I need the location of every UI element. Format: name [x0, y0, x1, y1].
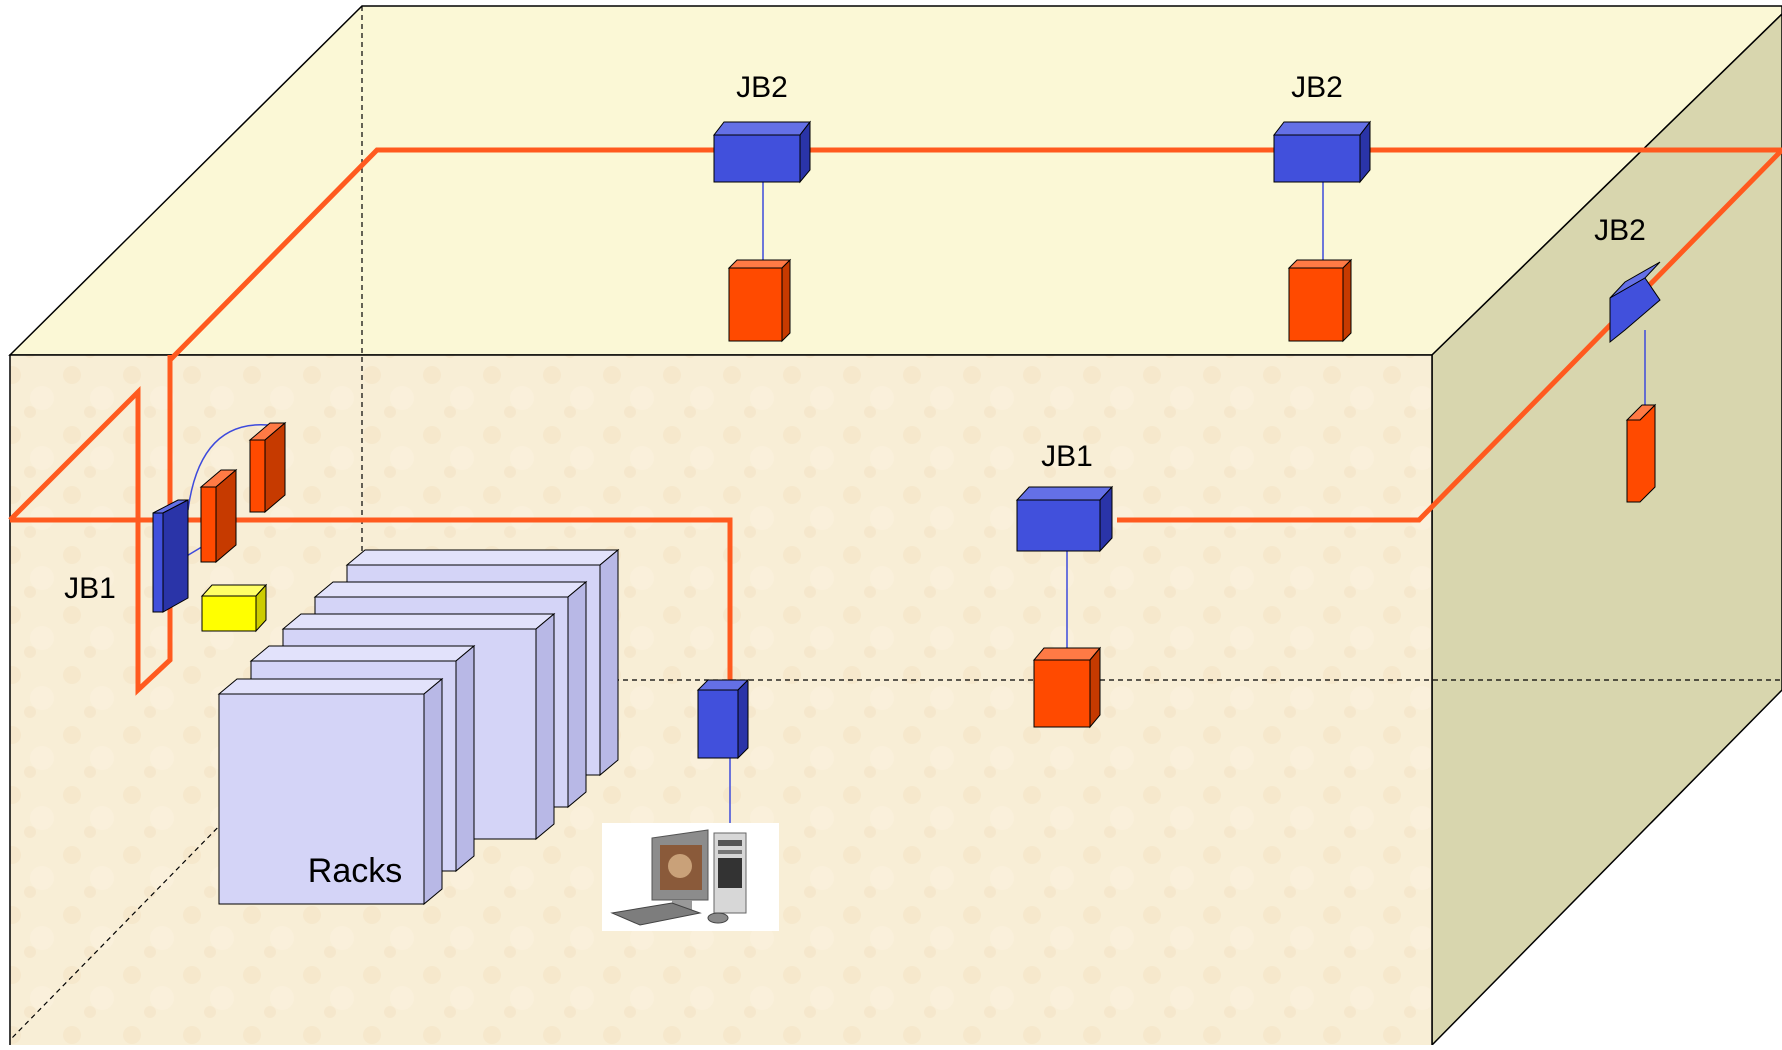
yellow-box [200, 583, 268, 633]
junction-box-jb2-ceiling-left [712, 120, 812, 184]
junction-box-jb1-front-wall [1015, 485, 1114, 553]
jb2-ceiling-right-label: JB2 [1291, 71, 1343, 104]
jb1-left-label: JB1 [64, 572, 116, 605]
computer-workstation-icon [602, 823, 779, 931]
sensor-side-wall [1625, 403, 1657, 503]
jb2-side-wall-label: JB2 [1594, 214, 1646, 247]
sensor-left-upper [248, 421, 287, 514]
cable-front-wall [10, 517, 733, 690]
jb2-ceiling-left-label: JB2 [736, 71, 788, 104]
connector-jb1-left-curve [187, 424, 269, 511]
sensor-left-lower [199, 468, 238, 564]
junction-box-workstation [696, 678, 750, 760]
jb1-front-wall-label: JB1 [1041, 440, 1093, 473]
cable-side-wall [1117, 148, 1782, 523]
junction-box-jb2-side-wall [1609, 261, 1661, 344]
rack-1 [217, 677, 444, 906]
sensor-ceiling-left [727, 258, 792, 343]
racks-label: Racks [308, 852, 402, 890]
sensor-ceiling-right [1287, 258, 1353, 343]
sensor-front-wall [1032, 646, 1102, 729]
junction-box-jb1-left [152, 499, 189, 613]
junction-box-jb2-ceiling-right [1272, 120, 1372, 184]
